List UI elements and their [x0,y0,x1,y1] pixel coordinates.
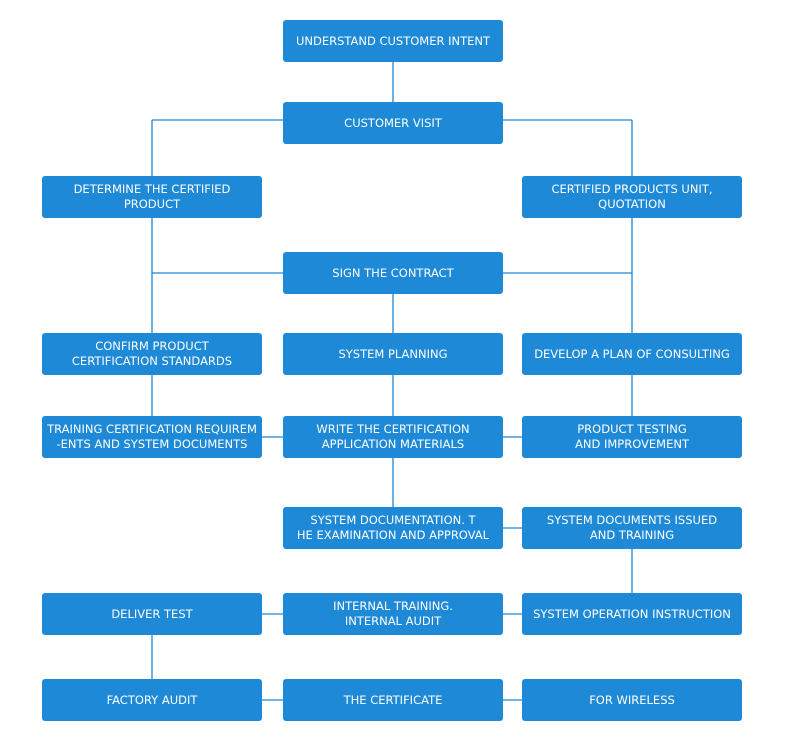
node-understand-customer-intent: UNDERSTAND CUSTOMER INTENT [283,20,503,62]
node-determine-certified-product: DETERMINE THE CERTIFIED PRODUCT [42,176,262,218]
node-certified-products-unit-quotation: CERTIFIED PRODUCTS UNIT, QUOTATION [522,176,742,218]
node-write-certification-application-materials: WRITE THE CERTIFICATION APPLICATION MATE… [283,416,503,458]
node-confirm-product-certification-standards: CONFIRM PRODUCT CERTIFICATION STANDARDS [42,333,262,375]
node-system-operation-instruction: SYSTEM OPERATION INSTRUCTION [522,593,742,635]
node-for-wireless: FOR WIRELESS [522,679,742,721]
node-deliver-test: DELIVER TEST [42,593,262,635]
node-factory-audit: FACTORY AUDIT [42,679,262,721]
node-system-planning: SYSTEM PLANNING [283,333,503,375]
node-the-certificate: THE CERTIFICATE [283,679,503,721]
node-system-documentation-examination: SYSTEM DOCUMENTATION. T HE EXAMINATION A… [283,507,503,549]
node-develop-plan-of-consulting: DEVELOP A PLAN OF CONSULTING [522,333,742,375]
node-product-testing-and-improvement: PRODUCT TESTING AND IMPROVEMENT [522,416,742,458]
node-internal-training-internal-audit: INTERNAL TRAINING. INTERNAL AUDIT [283,593,503,635]
node-training-certification-requirements: TRAINING CERTIFICATION REQUIREM -ENTS AN… [42,416,262,458]
node-sign-the-contract: SIGN THE CONTRACT [283,252,503,294]
node-customer-visit: CUSTOMER VISIT [283,102,503,144]
node-system-documents-issued-and-training: SYSTEM DOCUMENTS ISSUED AND TRAINING [522,507,742,549]
